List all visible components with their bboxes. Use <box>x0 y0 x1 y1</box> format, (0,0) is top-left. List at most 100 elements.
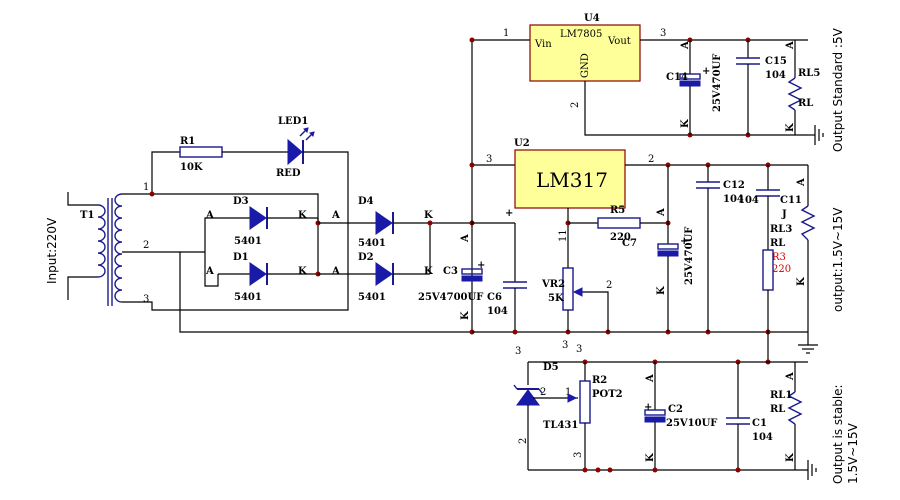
ground-symbol-adj <box>798 344 818 354</box>
capacitor-c3: + C3 25V4700UF A K <box>418 234 485 320</box>
d3-value: 5401 <box>234 236 262 247</box>
regulator-u4: U4 LM7805 Vin Vout GND 1 3 2 <box>503 13 666 108</box>
r2-value: POT2 <box>592 389 623 400</box>
c11-jumper: J <box>781 209 787 220</box>
rl5-value: RL <box>798 98 813 109</box>
c15-value: 104 <box>765 70 786 81</box>
c14-anode: A <box>680 41 691 50</box>
t1-ref: T1 <box>80 210 94 221</box>
c2-value: 25V10UF <box>666 418 717 429</box>
load-rl5: RL5 RL A K <box>785 40 820 135</box>
d5-value: TL431 <box>543 420 578 431</box>
t1-pin1: 1 <box>143 182 149 193</box>
output-5v-label: Output Standard :5V <box>831 27 845 152</box>
c11-ref: C11 <box>780 195 802 206</box>
led1-value: RED <box>276 168 301 179</box>
u4-pin1: 1 <box>503 28 509 39</box>
c14-value: 25V470UF <box>712 54 723 112</box>
c3-plus: + <box>477 260 485 271</box>
c3-cathode: K <box>460 311 471 320</box>
c7-value: 25V470UF <box>684 227 695 285</box>
r5-value: 220 <box>610 232 631 243</box>
capacitor-c2: + C2 25V10UF A K <box>644 362 717 470</box>
transformer-t1: T1 1 2 3 <box>67 182 149 306</box>
r3-value: 220 <box>772 264 791 275</box>
c7-anode: A <box>656 208 667 217</box>
t1-pin2: 2 <box>143 240 149 251</box>
r1-value: 10K <box>180 162 203 173</box>
r2-pin3-bottom: 3 <box>573 452 584 458</box>
r2-pin3-top-a: 3 <box>562 340 568 351</box>
resistor-r5: R5 220 <box>568 205 668 243</box>
d1-anode: A <box>205 266 214 277</box>
c7-cathode: K <box>656 286 667 295</box>
u2-name: LM317 <box>536 168 608 192</box>
r2-pin1: 1 <box>565 387 571 398</box>
d4-ref: D4 <box>358 196 374 207</box>
d3-anode: A <box>205 210 214 221</box>
input-voltage-label: Input:220V <box>45 217 59 284</box>
d2-value: 5401 <box>358 292 386 303</box>
r5-ref: R5 <box>610 205 625 216</box>
u4-name: LM7805 <box>560 29 602 40</box>
output-adjustable-label: output:1.5V~15V <box>831 207 845 312</box>
capacitor-c11: C11 J 104 <box>738 165 802 220</box>
c3-anode: A <box>460 234 471 243</box>
u2-pin2: 2 <box>648 154 654 165</box>
d1-value: 5401 <box>234 292 262 303</box>
c3-plus-sign: + <box>505 208 513 219</box>
d4-cathode: K <box>424 210 433 221</box>
capacitor-c7: + R5 C7 25V470UF A K <box>622 165 695 332</box>
rl3-ref: RL3 <box>770 224 792 235</box>
c7-plus: + <box>680 236 688 247</box>
ground-symbol-stable <box>807 460 817 480</box>
vr2-value: 5K <box>548 293 564 304</box>
diode-d1: D1 5401 A K <box>205 252 318 303</box>
u4-pin2: 2 <box>570 102 581 108</box>
u2-ref: U2 <box>514 138 530 149</box>
u4-vin: Vin <box>534 39 552 50</box>
t1-pin3: 3 <box>143 294 149 305</box>
d5-pin3: 3 <box>515 346 521 357</box>
u4-ref: U4 <box>584 13 600 24</box>
c3-ref: C3 <box>443 266 458 277</box>
rl1-value: RL <box>770 404 785 415</box>
c7-label: C7 <box>622 238 637 249</box>
vr2-pin2: 2 <box>606 280 612 291</box>
r2-pin3-top-b: 3 <box>576 344 582 355</box>
u4-gnd: GND <box>580 53 591 78</box>
c14-plus: + <box>702 66 710 77</box>
c11-value: 104 <box>738 195 759 206</box>
c2-ref: C2 <box>668 404 683 415</box>
u4-pin3: 3 <box>660 28 666 39</box>
d5-ref: D5 <box>543 362 559 373</box>
capacitor-c12: C12 104 <box>696 165 745 332</box>
d2-cathode: K <box>424 266 433 277</box>
vr2-pin11: 11 <box>558 229 569 242</box>
capacitor-c15: C15 104 <box>736 40 787 135</box>
led1-ref: LED1 <box>278 116 308 127</box>
c1-ref: C1 <box>752 418 767 429</box>
load-rl3-r3: RL3 RL R3 220 <box>762 196 792 362</box>
resistor-r1: R1 10K <box>179 136 223 173</box>
output-stable-label-line2: 1.5V~15V <box>846 422 860 484</box>
rl3-value: RL <box>770 238 785 249</box>
capacitor-c6: C6 104 <box>487 223 527 332</box>
d5-pin2: 2 <box>540 387 546 398</box>
rl1-ref: RL1 <box>770 390 792 401</box>
d2-anode: A <box>331 266 340 277</box>
rl3-cathode: K <box>796 277 807 286</box>
d1-ref: D1 <box>233 252 249 263</box>
rl1-anode: A <box>785 372 796 381</box>
vr2-ref: VR2 <box>541 279 565 290</box>
potentiometer-r2: R2 POT2 3 <box>573 362 623 470</box>
capacitor-c14: + C14 25V470UF A K <box>666 40 723 135</box>
c14-ref: C14 <box>666 72 688 83</box>
c1-value: 104 <box>752 432 773 443</box>
rl5-anode: A <box>785 41 796 50</box>
diode-d2: D2 5401 A K <box>318 252 433 303</box>
d5-pin2-bottom: 2 <box>518 438 529 444</box>
r2-ref: R2 <box>592 375 607 386</box>
c12-value: 104 <box>723 194 744 205</box>
rl5-cathode: K <box>785 123 796 132</box>
